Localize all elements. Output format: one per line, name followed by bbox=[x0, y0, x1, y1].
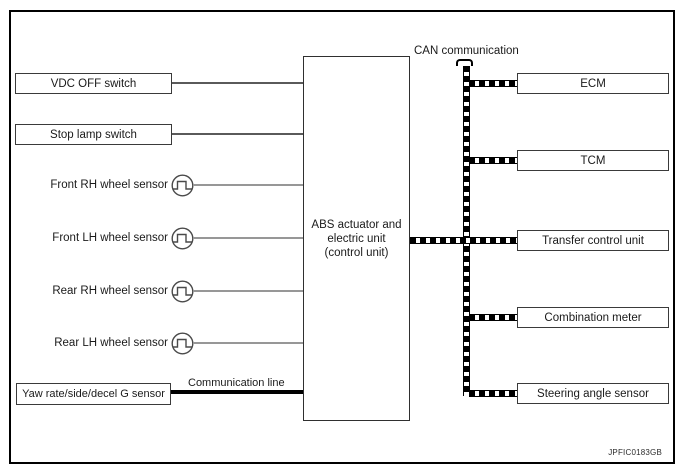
stop-lamp-switch-box: Stop lamp switch bbox=[15, 124, 172, 145]
can-branch-abs-to-transfer bbox=[410, 237, 517, 244]
steering-angle-sensor-label: Steering angle sensor bbox=[537, 387, 649, 400]
can-node-box-combination-meter: Combination meter bbox=[517, 307, 669, 328]
diagram-border bbox=[9, 10, 675, 464]
square-wave-icon bbox=[171, 174, 194, 197]
rear-lh-wheel-sensor-wire bbox=[193, 342, 303, 344]
yaw-rate-g-sensor-label: Yaw rate/side/decel G sensor bbox=[22, 388, 165, 400]
vdc-off-switch-wire bbox=[172, 82, 303, 84]
combination-meter-label: Combination meter bbox=[544, 311, 642, 324]
abs-unit-label-line1: ABS actuator and bbox=[311, 218, 402, 231]
communication-line-label: Communication line bbox=[188, 377, 285, 389]
abs-unit-label-line2: electric unit bbox=[327, 232, 386, 245]
abs-actuator-unit-box: ABS actuator and electric unit (control … bbox=[303, 56, 410, 421]
vdc-off-switch-label: VDC OFF switch bbox=[50, 77, 137, 90]
can-node-box-transfer-control-unit: Transfer control unit bbox=[517, 230, 669, 251]
can-bus-bracket bbox=[456, 59, 473, 66]
abs-unit-label-line3: (control unit) bbox=[324, 246, 389, 259]
rear-rh-wheel-sensor-wire bbox=[193, 290, 303, 292]
square-wave-icon bbox=[171, 332, 194, 355]
front-rh-wheel-sensor-wire bbox=[193, 184, 303, 186]
rear-lh-wheel-sensor-label: Rear LH wheel sensor bbox=[54, 337, 168, 349]
ecm-label: ECM bbox=[580, 77, 606, 90]
can-branch-steering-angle-sensor bbox=[469, 390, 517, 397]
transfer-control-unit-label: Transfer control unit bbox=[542, 234, 644, 247]
front-lh-wheel-sensor-label: Front LH wheel sensor bbox=[52, 232, 168, 244]
stop-lamp-switch-wire bbox=[172, 133, 303, 135]
can-branch-ecm bbox=[469, 80, 517, 87]
can-node-box-tcm: TCM bbox=[517, 150, 669, 171]
can-communication-label: CAN communication bbox=[414, 45, 519, 57]
can-branch-tcm bbox=[469, 157, 517, 164]
square-wave-icon bbox=[171, 227, 194, 250]
vdc-off-switch-box: VDC OFF switch bbox=[15, 73, 172, 94]
front-lh-wheel-sensor-wire bbox=[193, 237, 303, 239]
can-bus-line bbox=[463, 66, 470, 396]
square-wave-icon bbox=[171, 280, 194, 303]
can-branch-combination-meter bbox=[469, 314, 517, 321]
can-node-box-ecm: ECM bbox=[517, 73, 669, 94]
tcm-label: TCM bbox=[580, 154, 606, 167]
front-rh-wheel-sensor-label: Front RH wheel sensor bbox=[50, 179, 168, 191]
yaw-rate-g-sensor-box: Yaw rate/side/decel G sensor bbox=[16, 383, 171, 405]
rear-rh-wheel-sensor-label: Rear RH wheel sensor bbox=[52, 285, 168, 297]
figure-code: JPFIC0183GB bbox=[608, 448, 662, 457]
can-node-box-steering-angle-sensor: Steering angle sensor bbox=[517, 383, 669, 404]
communication-line bbox=[171, 390, 303, 394]
stop-lamp-switch-label: Stop lamp switch bbox=[50, 128, 137, 141]
